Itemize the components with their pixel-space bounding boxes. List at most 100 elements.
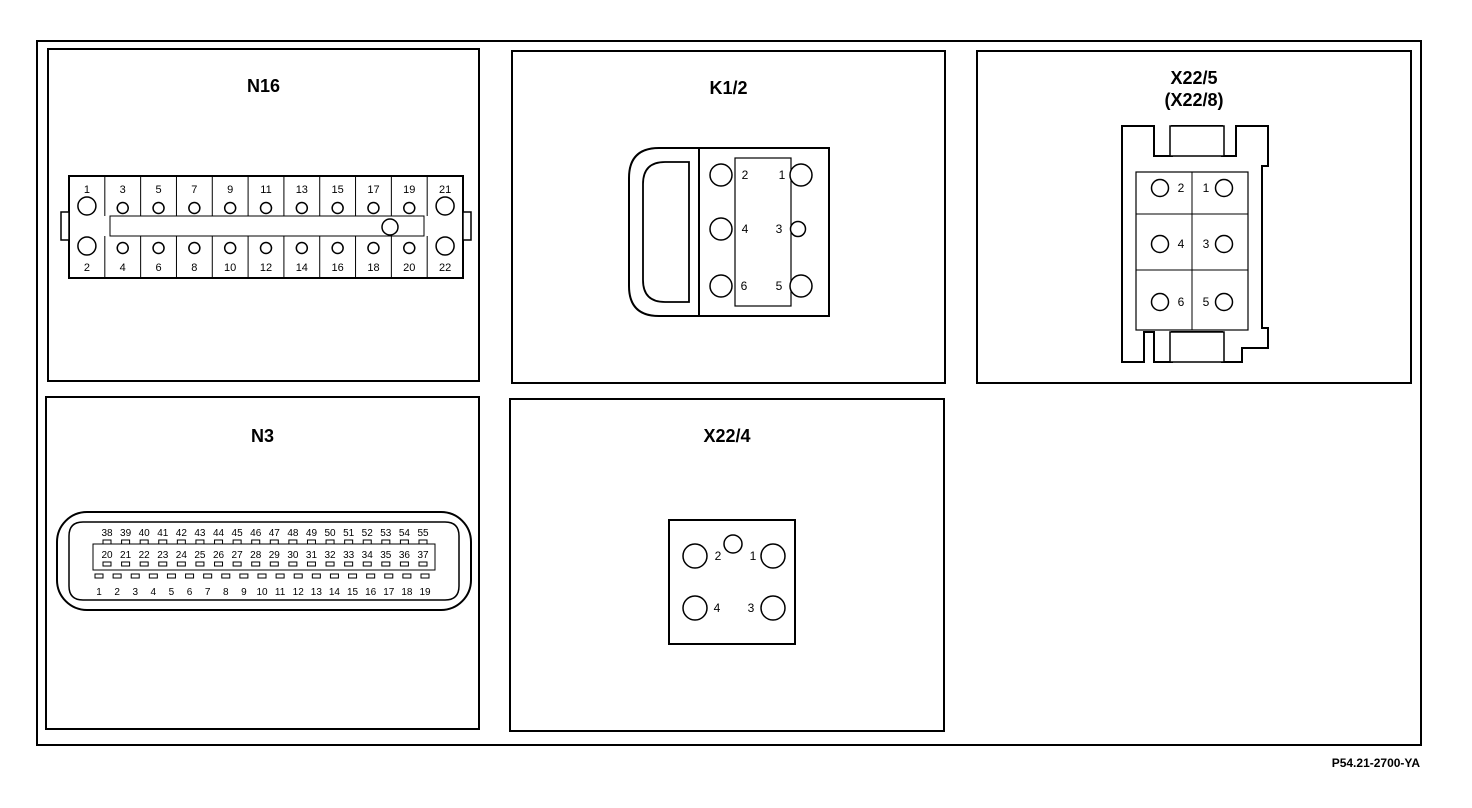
n3-pin [257, 573, 267, 579]
n3-pin-label: 46 [250, 528, 262, 539]
n3-pin [139, 561, 149, 567]
n3-pin [384, 573, 394, 579]
n16-pin-label: 20 [403, 262, 415, 274]
n3-pin [420, 573, 430, 579]
x22-5-subtitle: (X22/8) [1164, 90, 1224, 110]
k1-2-pin-label: 2 [742, 168, 749, 182]
n3-pin [203, 573, 213, 579]
n3-pin-label: 48 [287, 528, 299, 539]
k1-2-pin [789, 220, 807, 238]
n16-pin-label: 5 [155, 184, 161, 196]
n3-pin-label: 34 [362, 550, 374, 561]
n16-pin-label: 4 [120, 262, 126, 274]
n3-pin [130, 573, 140, 579]
n3-pin [176, 539, 186, 545]
n3-pin [185, 573, 195, 579]
n3-pin [239, 573, 249, 579]
n3-pin-label: 25 [194, 550, 206, 561]
n3-pin-label: 52 [362, 528, 374, 539]
n16-pin [295, 241, 309, 255]
n3-pin [94, 573, 104, 579]
n16-pin-label: 3 [120, 184, 126, 196]
n16-pin [435, 236, 455, 256]
n3-pin [306, 539, 316, 545]
x22-5-pin-label: 2 [1178, 181, 1185, 195]
n3-pin [232, 539, 242, 545]
n16-pin [188, 241, 201, 255]
n3-pin-label: 30 [287, 550, 299, 561]
n3-pin-label: 19 [419, 587, 431, 598]
k1-2-pin-label: 3 [776, 222, 783, 236]
x22-5-pin-label: 6 [1178, 295, 1185, 309]
n16-pin-label: 13 [296, 184, 308, 196]
n3-pin-label: 27 [232, 550, 244, 561]
x22-4-pin [760, 543, 786, 569]
n3-pin [102, 539, 112, 545]
n3-pin [158, 539, 168, 545]
x22-4-pin-label: 3 [748, 601, 755, 615]
k1-2-title: K1/2 [709, 78, 748, 98]
x22-5-pin-label: 5 [1203, 295, 1210, 309]
n16-pin-label: 9 [227, 184, 233, 196]
n16-pin-label: 17 [367, 184, 379, 196]
n3-pin [158, 561, 168, 567]
n16-pin [223, 241, 237, 255]
n16-pin [188, 201, 201, 215]
x22-4-connector: 1 2 3 4 [668, 519, 796, 645]
n3-pin-label: 45 [232, 528, 244, 539]
n16-pin-label: 7 [191, 184, 197, 196]
n3-pin-label: 47 [269, 528, 281, 539]
n3-pin-label: 9 [241, 587, 247, 598]
n16-pin [403, 201, 416, 215]
n3-pin [381, 539, 391, 545]
n3-pin-label: 53 [380, 528, 392, 539]
n16-pin [152, 201, 165, 215]
n3-pin-label: 38 [101, 528, 113, 539]
n16-title: N16 [246, 76, 281, 96]
n3-pin-label: 32 [324, 550, 336, 561]
n3-pin [121, 561, 131, 567]
diagram-frame [36, 40, 1422, 746]
n3-pin-label: 8 [223, 587, 229, 598]
n3-pin [402, 573, 412, 579]
n3-pin-label: 11 [275, 587, 286, 598]
n3-pin [232, 561, 242, 567]
n16-pin-label: 15 [332, 184, 344, 196]
n16-pin [77, 196, 97, 216]
k1-2-pin-label: 5 [776, 279, 783, 293]
n3-pin [214, 561, 224, 567]
x22-5-pin-label: 1 [1203, 181, 1210, 195]
k1-2-pin [709, 163, 733, 187]
n3-pin-label: 20 [101, 550, 113, 561]
n16-pin [435, 196, 455, 216]
n16-pin-label: 21 [439, 184, 451, 196]
n3-pin [102, 561, 112, 567]
k1-2-pin [709, 217, 733, 241]
n3-pin-label: 36 [399, 550, 411, 561]
x22-4-pin-label: 1 [750, 549, 757, 563]
n3-pin-label: 49 [306, 528, 318, 539]
x22-5-pin [1214, 234, 1234, 254]
k1-2-pin-label: 6 [741, 279, 748, 293]
n3-pin [195, 561, 205, 567]
x22-4-pin-label: 2 [715, 549, 722, 563]
n3-pin-label: 44 [213, 528, 225, 539]
n3-pin [399, 539, 409, 545]
n3-pin [362, 561, 372, 567]
x22-5-pin [1150, 178, 1170, 198]
n16-coding-pin [381, 218, 399, 236]
n16-pin [223, 201, 237, 215]
n3-pin [288, 539, 298, 545]
n3-pin [269, 561, 279, 567]
x22-4-pin-label: 4 [714, 601, 721, 615]
n16-pin [152, 241, 165, 255]
n3-pin [362, 539, 372, 545]
n16-pin [403, 241, 416, 255]
n16-pin [367, 241, 380, 255]
n16-pin [331, 201, 344, 215]
